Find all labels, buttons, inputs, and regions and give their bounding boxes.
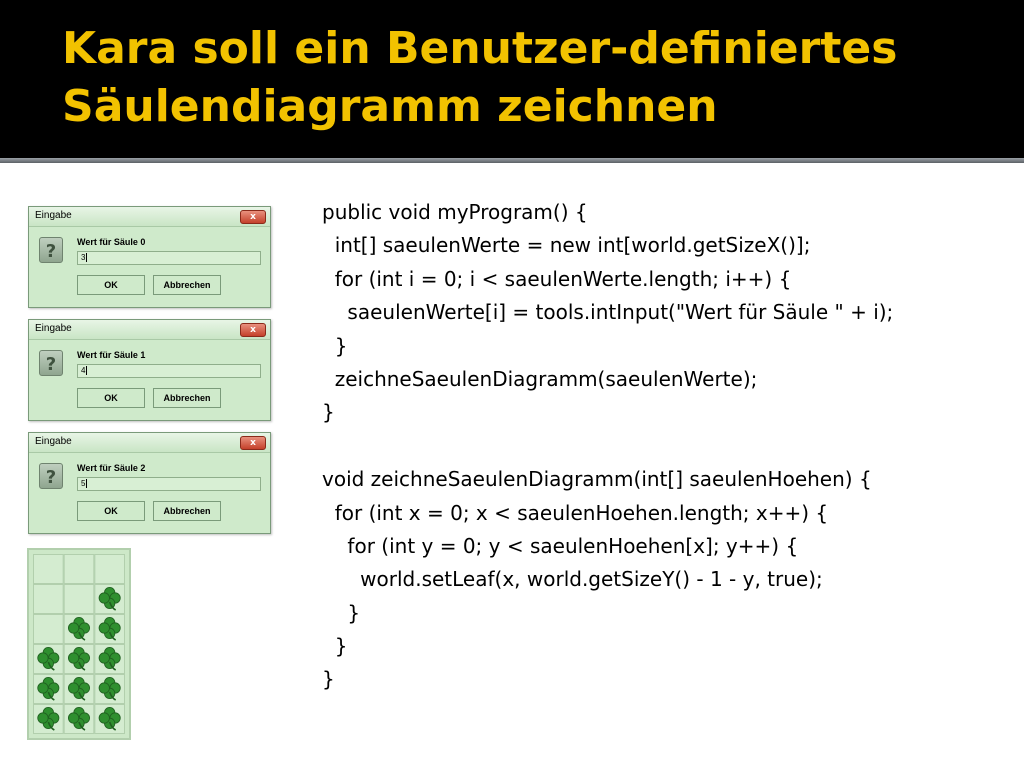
svg-text:?: ? xyxy=(46,467,56,488)
ok-button[interactable]: OK xyxy=(77,275,145,295)
code-line: } xyxy=(322,333,348,358)
world-cell xyxy=(63,584,95,614)
cloverleaf-icon xyxy=(98,647,121,671)
cloverleaf-icon xyxy=(67,707,91,731)
cloverleaf-icon xyxy=(67,647,91,671)
dialog-title: Eingabe xyxy=(35,436,72,447)
input-dialog-2: Eingabe x ? Wert für Säule 2 5 OK Abbrec… xyxy=(28,432,271,534)
cloverleaf-icon xyxy=(67,677,91,701)
title-divider xyxy=(0,158,1024,163)
dialog-title: Eingabe xyxy=(35,210,72,221)
dialog-title: Eingabe xyxy=(35,323,72,334)
input-dialog-1: Eingabe x ? Wert für Säule 1 4 OK Abbrec… xyxy=(28,319,271,421)
world-grid xyxy=(33,554,125,734)
cloverleaf-icon xyxy=(98,677,121,701)
prompt-label: Wert für Säule 2 xyxy=(77,463,146,473)
cancel-button[interactable]: Abbrechen xyxy=(153,388,221,408)
value-input[interactable]: 5 xyxy=(77,477,261,491)
prompt-label: Wert für Säule 1 xyxy=(77,350,146,360)
cloverleaf-icon xyxy=(98,586,121,611)
world-cell xyxy=(94,554,125,584)
world-cell xyxy=(33,614,64,644)
input-dialog-0: Eingabe x ? Wert für Säule 0 3 OK Abbrec… xyxy=(28,206,271,308)
code-line xyxy=(322,430,1012,463)
code-line: for (int i = 0; i < saeulenWerte.length;… xyxy=(322,266,792,291)
code-line: } xyxy=(322,667,335,692)
prompt-label: Wert für Säule 0 xyxy=(77,237,146,247)
code-listing: public void myProgram() { int[] saeulenW… xyxy=(322,196,1012,697)
kara-world xyxy=(27,548,131,740)
title-band: Kara soll ein Benutzer-definiertes Säule… xyxy=(0,0,1024,163)
cloverleaf-icon xyxy=(98,707,121,731)
cloverleaf-icon xyxy=(37,707,60,731)
svg-text:?: ? xyxy=(46,241,56,262)
slide-title-line-1: Kara soll ein Benutzer-definiertes xyxy=(62,23,898,74)
value-text: 5 xyxy=(81,479,86,488)
cloverleaf-icon xyxy=(37,647,60,671)
close-button[interactable]: x xyxy=(240,210,266,224)
question-icon: ? xyxy=(39,237,63,263)
code-line: for (int y = 0; y < saeulenHoehen[x]; y+… xyxy=(322,533,799,558)
cancel-button[interactable]: Abbrechen xyxy=(153,501,221,521)
close-button[interactable]: x xyxy=(240,436,266,450)
cloverleaf-icon xyxy=(37,677,60,701)
ok-button[interactable]: OK xyxy=(77,501,145,521)
question-icon: ? xyxy=(39,350,63,376)
ok-button[interactable]: OK xyxy=(77,388,145,408)
code-line: int[] saeulenWerte = new int[world.getSi… xyxy=(322,233,811,258)
code-line: } xyxy=(322,400,335,425)
cancel-button[interactable]: Abbrechen xyxy=(153,275,221,295)
code-line: void zeichneSaeulenDiagramm(int[] saeule… xyxy=(322,467,872,492)
text-caret xyxy=(86,479,88,488)
text-caret xyxy=(86,253,88,262)
text-caret xyxy=(86,366,88,375)
code-line: world.setLeaf(x, world.getSizeY() - 1 - … xyxy=(322,567,823,592)
cloverleaf-icon xyxy=(67,616,91,641)
value-input[interactable]: 3 xyxy=(77,251,261,265)
question-icon: ? xyxy=(39,463,63,489)
svg-text:?: ? xyxy=(46,354,56,375)
slide-title: Kara soll ein Benutzer-definiertes Säule… xyxy=(62,20,1002,136)
code-line: saeulenWerte[i] = tools.intInput("Wert f… xyxy=(322,300,894,325)
code-line: } xyxy=(322,634,348,659)
value-input[interactable]: 4 xyxy=(77,364,261,378)
code-line: zeichneSaeulenDiagramm(saeulenWerte); xyxy=(322,366,758,391)
world-cell xyxy=(63,554,95,584)
dialog-titlebar[interactable]: Eingabe x xyxy=(29,320,270,340)
close-button[interactable]: x xyxy=(240,323,266,337)
value-text: 3 xyxy=(81,253,86,262)
cloverleaf-icon xyxy=(98,616,121,641)
dialog-titlebar[interactable]: Eingabe x xyxy=(29,207,270,227)
code-line: } xyxy=(322,600,361,625)
code-line: public void myProgram() { xyxy=(322,200,588,224)
slide-title-line-2: Säulendiagramm zeichnen xyxy=(62,81,718,132)
dialog-titlebar[interactable]: Eingabe x xyxy=(29,433,270,453)
world-cell xyxy=(33,584,64,614)
world-cell xyxy=(33,554,64,584)
code-line: for (int x = 0; x < saeulenHoehen.length… xyxy=(322,500,829,525)
value-text: 4 xyxy=(81,366,86,375)
